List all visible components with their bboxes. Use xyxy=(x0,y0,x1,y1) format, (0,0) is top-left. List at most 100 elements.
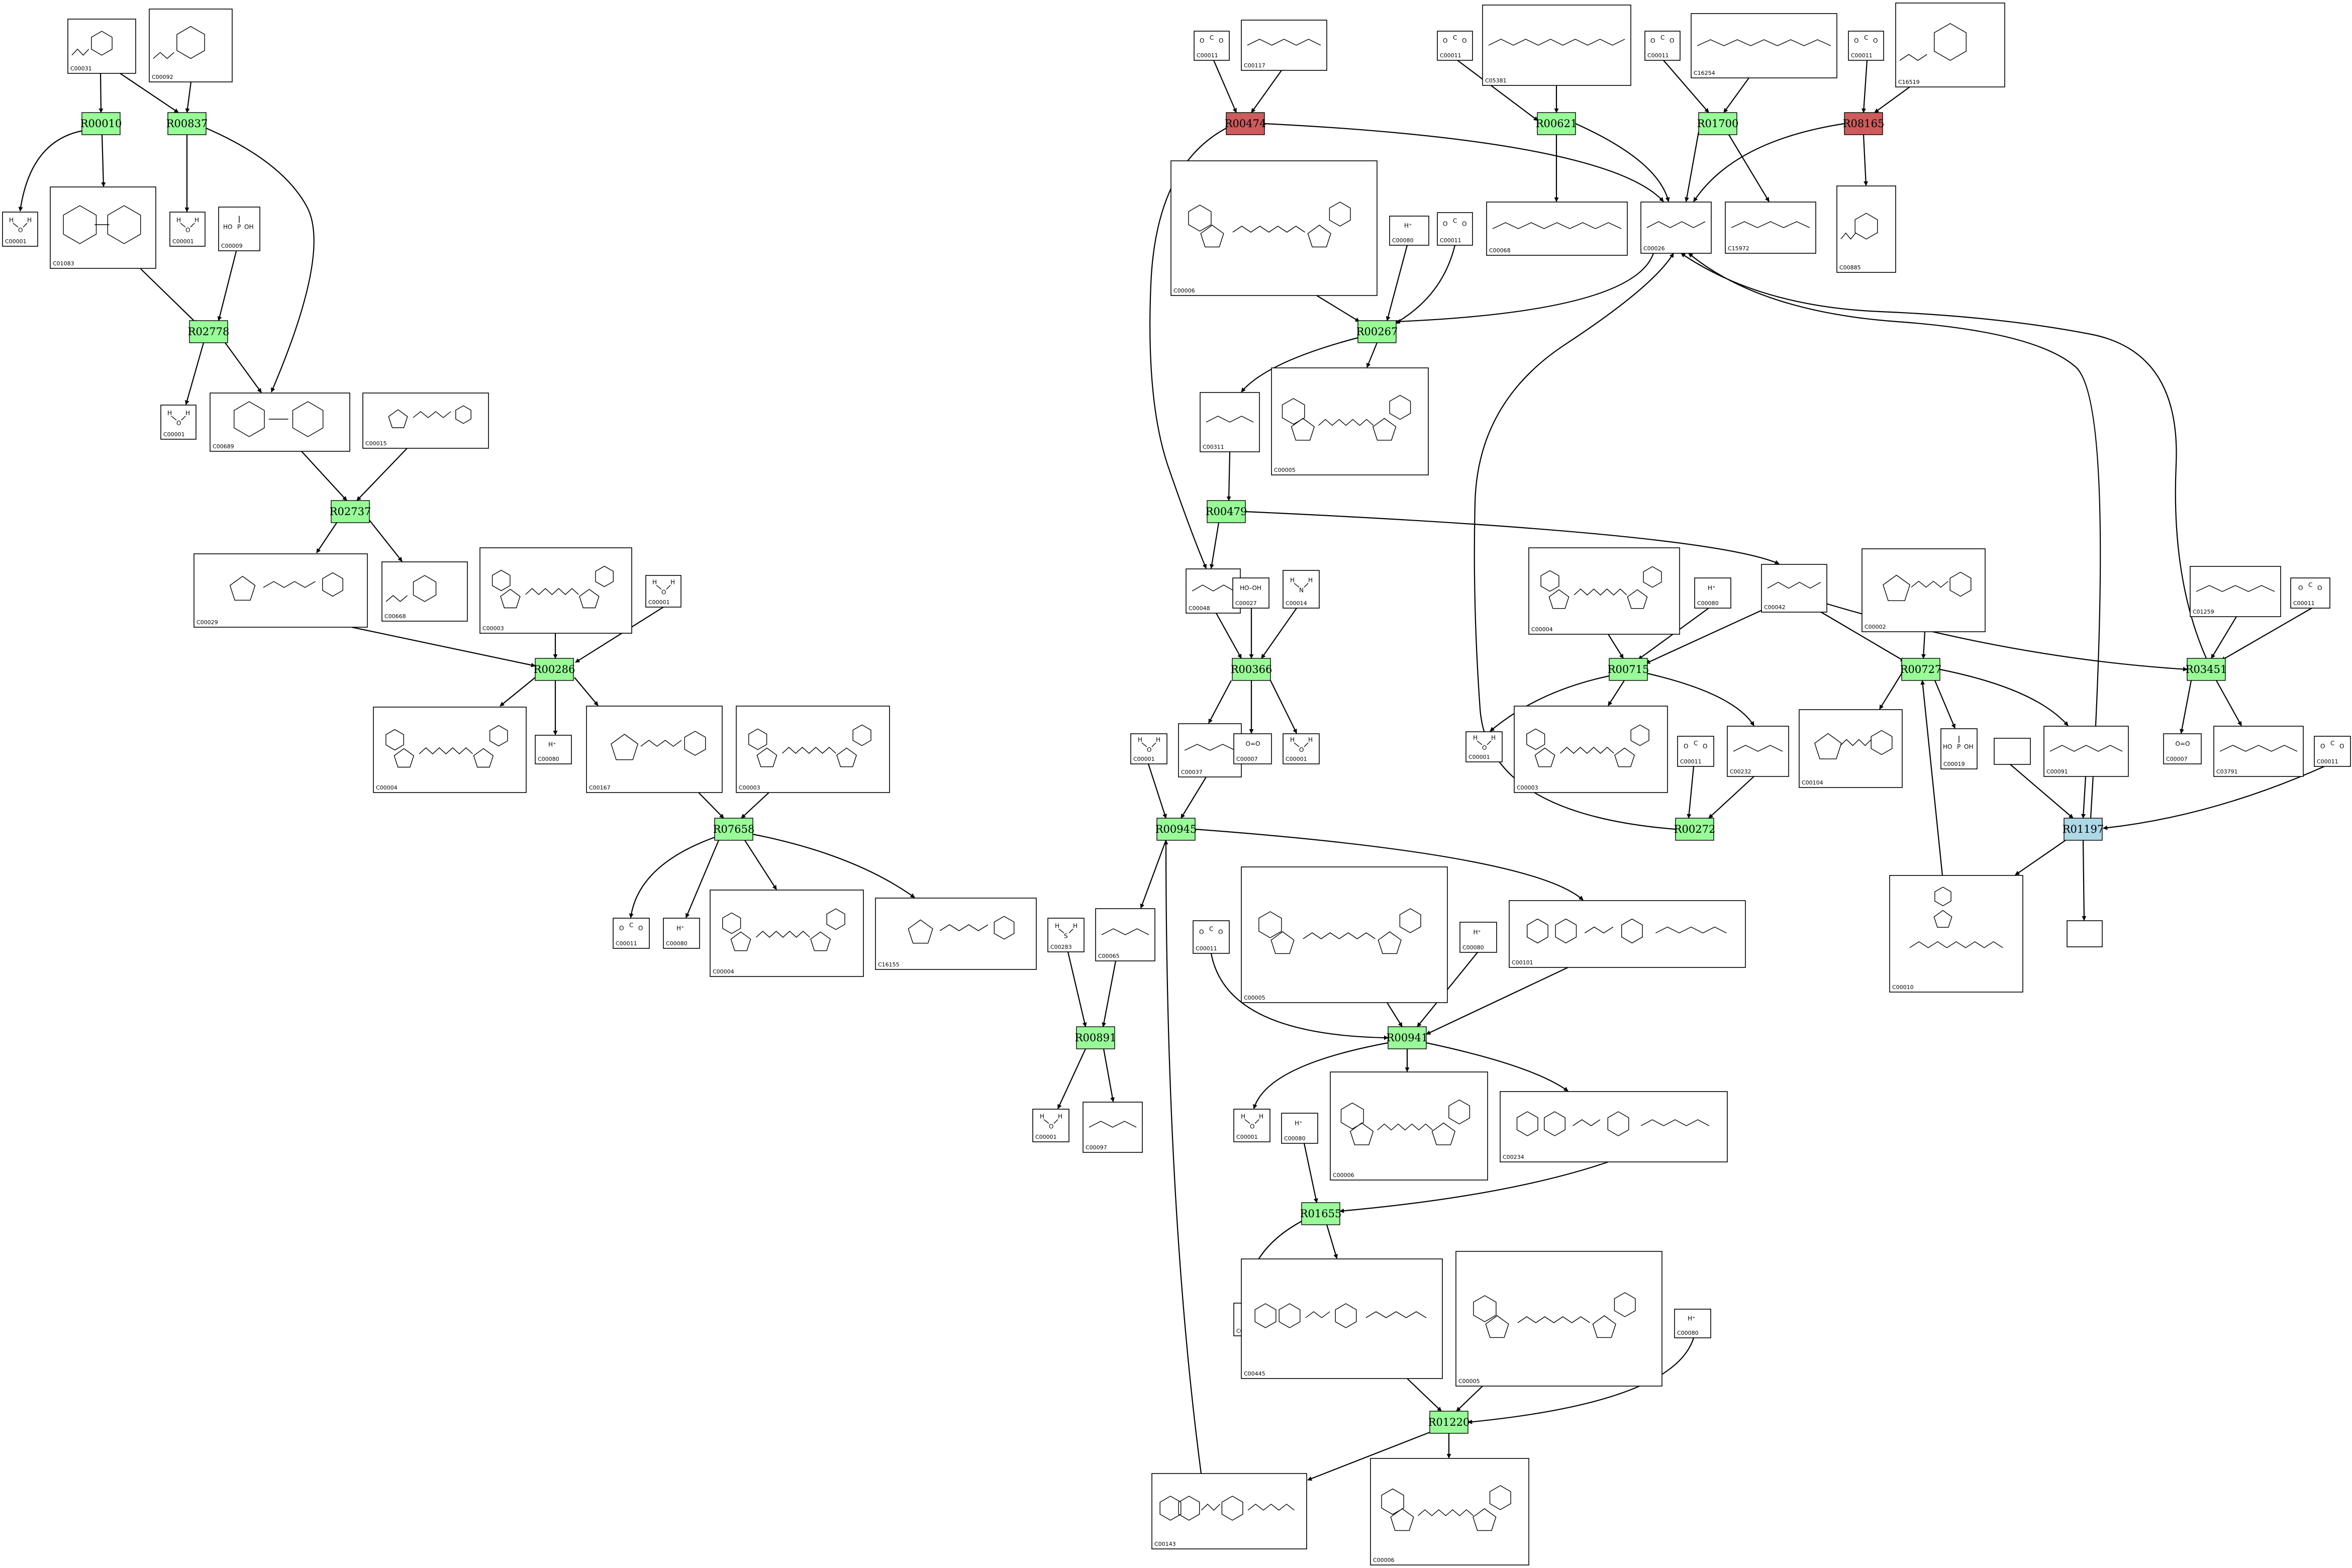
reaction-node[interactable]: R01197 xyxy=(2063,818,2104,841)
reaction-node[interactable]: R00010 xyxy=(80,112,122,135)
compound-box[interactable] xyxy=(1500,1091,1728,1162)
reaction-node[interactable]: R00479 xyxy=(1206,500,1247,523)
compound-box[interactable] xyxy=(736,706,890,793)
compound-node[interactable]: C00026 xyxy=(1640,202,1712,254)
compound-box[interactable] xyxy=(1889,875,2023,993)
compound-box[interactable] xyxy=(1895,3,2005,87)
compound-node[interactable]: C16155 xyxy=(875,898,1037,970)
compound-box[interactable] xyxy=(1032,1109,1069,1142)
reaction-box[interactable] xyxy=(81,112,121,135)
compound-node[interactable]: H⁺C00080 xyxy=(663,918,700,949)
compound-node[interactable]: C00143 xyxy=(1151,1473,1307,1549)
compound-node[interactable]: C00091 xyxy=(2043,726,2129,777)
reaction-node[interactable]: R01220 xyxy=(1428,1411,1470,1434)
compound-node[interactable]: C00167 xyxy=(586,706,723,793)
reaction-box[interactable] xyxy=(535,658,574,681)
reaction-node[interactable]: R00941 xyxy=(1387,1026,1428,1049)
reaction-node[interactable]: R00945 xyxy=(1155,818,1197,841)
reaction-box[interactable] xyxy=(1537,112,1576,135)
compound-box[interactable] xyxy=(1095,908,1155,961)
compound-box[interactable] xyxy=(2067,920,2103,947)
reaction-box[interactable] xyxy=(2064,818,2103,841)
compound-box[interactable] xyxy=(2314,736,2351,767)
compound-box[interactable] xyxy=(1233,1109,1270,1142)
compound-box[interactable] xyxy=(2290,577,2330,609)
compound-box[interactable] xyxy=(1677,736,1714,767)
compound-node[interactable]: H⁺C00080 xyxy=(1459,922,1497,953)
compound-box[interactable] xyxy=(1455,1251,1662,1387)
compound-node[interactable]: C00003 xyxy=(479,547,632,634)
compound-box[interactable] xyxy=(1861,548,1986,632)
compound-node[interactable]: C00311 xyxy=(1200,392,1260,452)
compound-box[interactable] xyxy=(613,918,650,949)
reaction-box[interactable] xyxy=(714,818,753,841)
compound-node[interactable]: C01083 xyxy=(50,186,156,269)
reaction-box[interactable] xyxy=(1076,1026,1115,1049)
reaction-box[interactable] xyxy=(1698,112,1737,135)
compound-node[interactable]: C01259 xyxy=(2190,566,2281,617)
compound-box[interactable] xyxy=(1241,1258,1443,1379)
compound-box[interactable] xyxy=(2043,726,2129,777)
compound-box[interactable] xyxy=(586,706,723,793)
compound-node[interactable]: H⁺C00080 xyxy=(1694,577,1731,609)
compound-node[interactable]: C16519 xyxy=(1895,3,2005,87)
compound-node[interactable]: C00092 xyxy=(149,9,233,82)
reaction-box[interactable] xyxy=(2187,658,2226,681)
compound-box[interactable] xyxy=(1459,922,1497,953)
compound-box[interactable] xyxy=(1509,900,1746,968)
compound-box[interactable] xyxy=(373,707,527,793)
compound-node[interactable]: C00097 xyxy=(1083,1102,1143,1153)
compound-node[interactable]: C00445 xyxy=(1241,1258,1443,1379)
compound-box[interactable] xyxy=(2213,726,2304,777)
compound-box[interactable] xyxy=(1761,564,1827,613)
reaction-node[interactable]: R02737 xyxy=(330,500,371,523)
compound-box[interactable] xyxy=(149,9,233,82)
compound-node[interactable]: C00004 xyxy=(710,890,864,977)
compound-box[interactable] xyxy=(1283,733,1320,764)
compound-box[interactable] xyxy=(663,918,700,949)
compound-node[interactable]: C00232 xyxy=(1727,726,1789,777)
compound-box[interactable] xyxy=(1241,20,1327,71)
compound-box[interactable] xyxy=(1370,1458,1529,1565)
compound-node[interactable]: C00029 xyxy=(193,553,368,628)
compound-node[interactable]: C00065 xyxy=(1095,908,1155,961)
compound-node[interactable]: C16254 xyxy=(1691,13,1837,78)
compound-box[interactable] xyxy=(1836,185,1896,273)
compound-box[interactable] xyxy=(1640,202,1712,254)
reaction-node[interactable]: R00727 xyxy=(1900,658,1942,681)
compound-box[interactable] xyxy=(1486,202,1628,256)
reaction-node[interactable]: R01655 xyxy=(1300,1202,1342,1225)
compound-node[interactable]: C00004 xyxy=(373,707,527,793)
reaction-node[interactable]: R00621 xyxy=(1536,112,1578,135)
compound-node[interactable]: H⁺C00080 xyxy=(1281,1113,1318,1144)
compound-node[interactable]: C00117 xyxy=(1241,20,1327,71)
compound-box[interactable] xyxy=(1130,733,1167,764)
reaction-box[interactable] xyxy=(1609,658,1648,681)
compound-node[interactable]: C00068 xyxy=(1486,202,1628,256)
compound-box[interactable] xyxy=(1528,547,1680,635)
compound-node[interactable]: C00005 xyxy=(1455,1251,1662,1387)
compound-box[interactable] xyxy=(1725,202,1816,254)
compound-box[interactable] xyxy=(1940,728,1978,769)
compound-box[interactable] xyxy=(645,575,681,608)
compound-box[interactable] xyxy=(2190,566,2281,617)
compound-box[interactable] xyxy=(479,547,632,634)
compound-box[interactable] xyxy=(1437,212,1473,246)
compound-box[interactable] xyxy=(1694,577,1731,609)
